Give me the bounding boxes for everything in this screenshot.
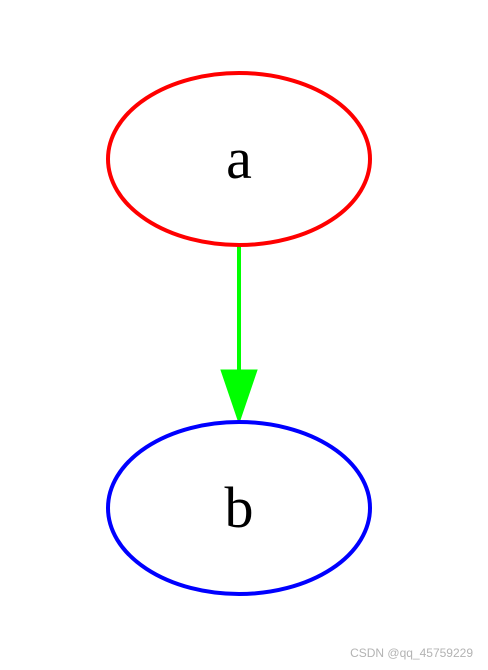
node-a[interactable]: a bbox=[106, 71, 372, 247]
node-b-label: b bbox=[225, 475, 254, 540]
node-a-ellipse bbox=[106, 71, 372, 247]
edge-arrowhead bbox=[220, 369, 258, 425]
node-b-ellipse bbox=[106, 420, 372, 596]
node-b[interactable]: b bbox=[106, 420, 372, 596]
node-a-label: a bbox=[226, 126, 252, 191]
watermark-text: CSDN @qq_45759229 bbox=[350, 646, 473, 660]
